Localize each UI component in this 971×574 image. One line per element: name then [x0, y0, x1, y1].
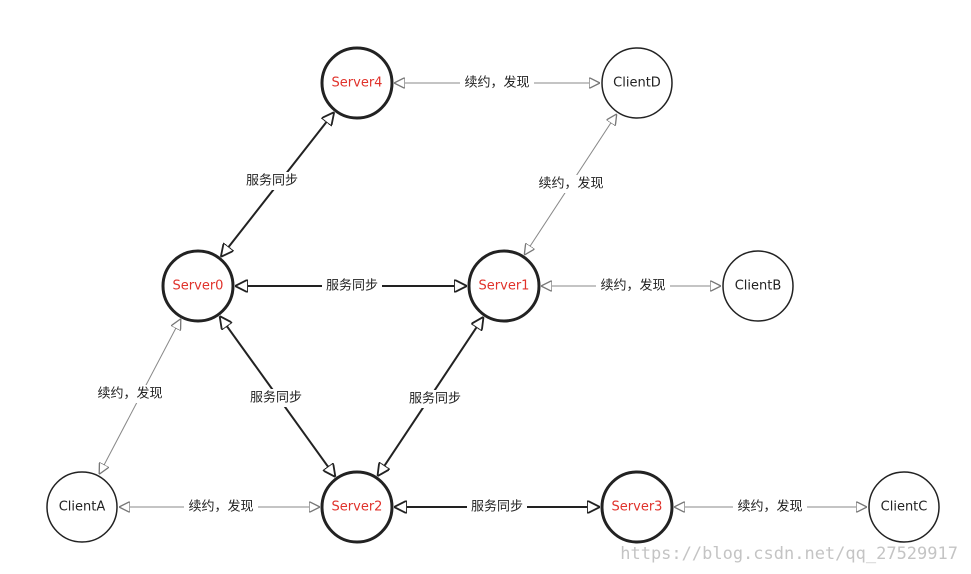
edge-label-background: [596, 277, 670, 295]
edges-layer: 服务同步服务同步服务同步服务同步服务同步续约，发现续约，发现续约，发现续约，发现…: [93, 74, 867, 516]
node-server0: Server0: [161, 249, 235, 323]
node-clientb: ClientB: [722, 250, 794, 322]
node-label: Server4: [332, 76, 383, 91]
server-node-circle: [467, 249, 541, 323]
edge-label: 续约，发现: [737, 499, 802, 515]
server-node-circle: [320, 46, 394, 120]
node-label: ClientA: [59, 500, 106, 515]
edge-label-background: [460, 74, 534, 92]
edge-server0-server1: 服务同步: [235, 277, 467, 295]
node-clientd: ClientD: [601, 47, 673, 119]
edge-server1-clientB: 续约，发现: [541, 277, 721, 295]
watermark-text: https://blog.csdn.net/qq_27529917: [620, 544, 958, 564]
node-clientc: ClientC: [868, 471, 940, 543]
node-server3: Server3: [600, 470, 674, 544]
edge-label: 续约，发现: [538, 176, 603, 192]
node-label: Server0: [173, 279, 224, 294]
edge-label: 服务同步: [409, 391, 461, 407]
edge-server0-server2: 服务同步: [220, 316, 336, 477]
edge-server1-server2: 服务同步: [377, 317, 483, 476]
edge-label-background: [534, 175, 608, 193]
node-label: Server3: [612, 500, 663, 515]
edge-label: 续约，发现: [188, 499, 253, 515]
edge-label-background: [733, 498, 807, 516]
edge-label-background: [246, 389, 306, 407]
edge-label: 续约，发现: [464, 75, 529, 91]
edge-label: 续约，发现: [97, 386, 162, 402]
edge-server0-clientA: 续约，发现: [93, 319, 181, 474]
client-node-circle: [722, 250, 794, 322]
edge-label: 服务同步: [471, 499, 523, 515]
server-node-circle: [320, 470, 394, 544]
client-node-circle: [601, 47, 673, 119]
edge-label: 续约，发现: [600, 278, 665, 294]
edge-clientA-server2: 续约，发现: [119, 498, 320, 516]
node-label: Server1: [479, 279, 530, 294]
node-label: ClientB: [735, 279, 782, 294]
node-label: Server2: [332, 500, 383, 515]
edge-label-background: [467, 498, 527, 516]
edge-label-background: [93, 385, 167, 403]
edge-label: 服务同步: [250, 390, 302, 406]
edge-server4-clientD: 续约，发现: [394, 74, 600, 92]
node-clienta: ClientA: [46, 471, 118, 543]
client-node-circle: [46, 471, 118, 543]
edge-label-background: [405, 390, 465, 408]
node-server4: Server4: [320, 46, 394, 120]
node-label: ClientC: [881, 500, 928, 515]
edge-label-background: [184, 498, 258, 516]
edge-label: 服务同步: [246, 173, 298, 189]
node-server2: Server2: [320, 470, 394, 544]
edge-server2-server3: 服务同步: [394, 498, 600, 516]
node-server1: Server1: [467, 249, 541, 323]
client-node-circle: [868, 471, 940, 543]
edge-label: 服务同步: [326, 278, 378, 294]
edge-label-background: [242, 172, 302, 190]
edge-server3-clientC: 续约，发现: [674, 498, 867, 516]
edge-label-background: [322, 277, 382, 295]
edge-clientD-server1: 续约，发现: [524, 114, 616, 255]
node-label: ClientD: [613, 76, 661, 91]
server-node-circle: [161, 249, 235, 323]
edge-server4-server0: 服务同步: [221, 112, 334, 257]
server-node-circle: [600, 470, 674, 544]
